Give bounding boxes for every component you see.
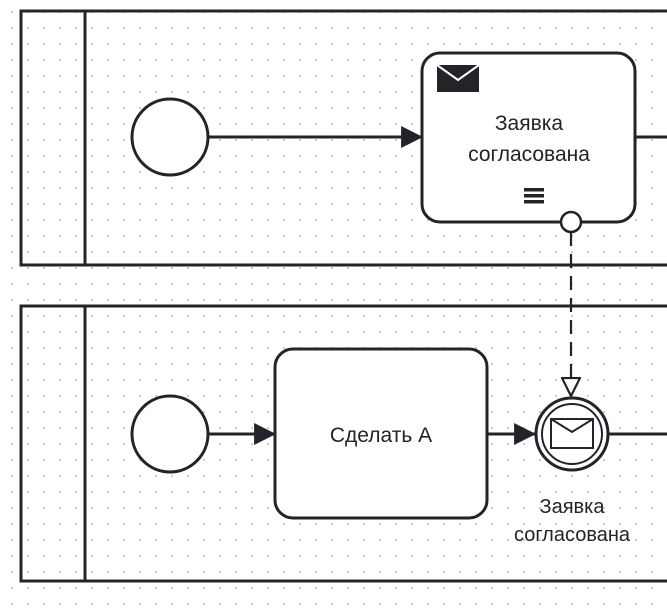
start-event-top[interactable] (130, 97, 210, 177)
send-task[interactable] (420, 51, 637, 224)
pool-bottom[interactable] (19, 304, 667, 583)
task-a-label: Сделать А (330, 424, 432, 447)
send-task-label-line1: Заявка (495, 112, 564, 135)
catch-event-label-line1: Заявка (540, 496, 606, 518)
pool-top[interactable] (19, 9, 667, 267)
start-event-bottom[interactable] (130, 394, 210, 474)
send-task-label-line2: согласована (468, 143, 590, 166)
pool-bottom-border[interactable] (19, 304, 667, 583)
boundary-event[interactable] (559, 210, 583, 234)
envelope-icon (550, 418, 594, 449)
pool-top-border[interactable] (19, 9, 667, 267)
task-a[interactable] (273, 347, 489, 520)
sequential-multi-instance-icon (524, 188, 544, 204)
envelope-filled-icon (436, 64, 480, 92)
catch-event-label-line2: согласована (514, 524, 631, 546)
